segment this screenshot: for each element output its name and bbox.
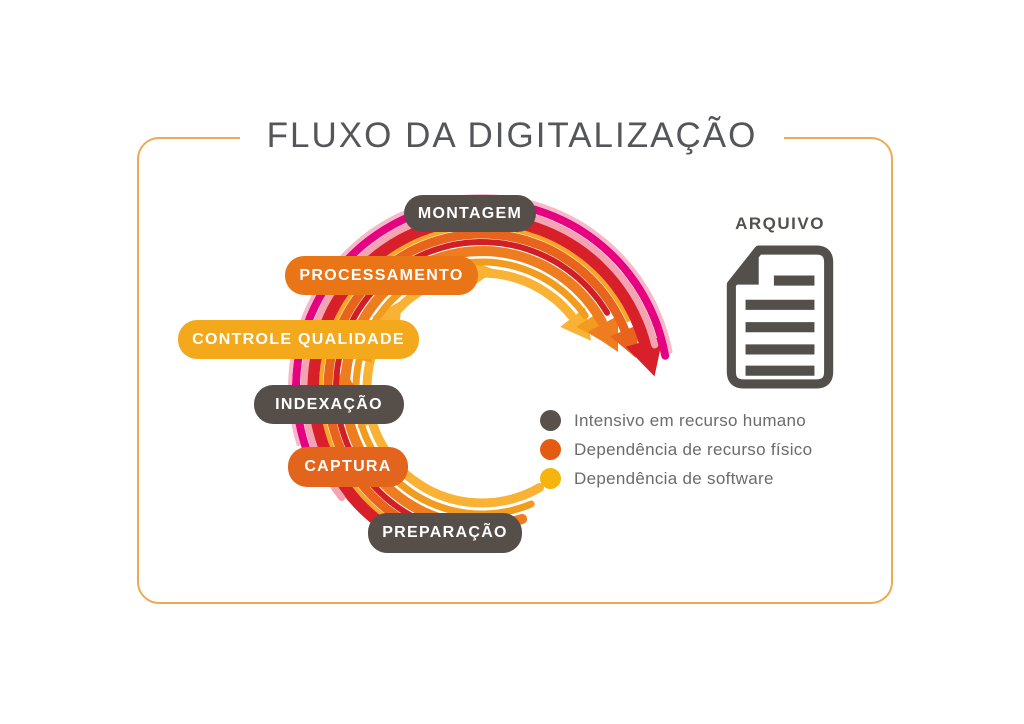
legend-dot-fisico-icon xyxy=(540,439,561,460)
stage-label: PREPARAÇÃO xyxy=(382,524,508,541)
stage-pill-controle-qualidade: CONTROLE QUALIDADE xyxy=(178,320,419,359)
page-title: FLUXO DA DIGITALIZAÇÃO xyxy=(239,116,785,156)
stage-label: CONTROLE QUALIDADE xyxy=(192,330,405,348)
stage-pill-preparacao: PREPARAÇÃO xyxy=(368,513,522,553)
stage-pill-captura: CAPTURA xyxy=(288,447,408,487)
stage-label: INDEXAÇÃO xyxy=(275,395,383,413)
legend-dot-software-icon xyxy=(540,468,561,489)
stage-label: MONTAGEM xyxy=(417,204,523,222)
stage-pill-processamento: PROCESSAMENTO xyxy=(285,256,478,295)
legend: Intensivo em recurso humano Dependência … xyxy=(540,410,812,497)
legend-item: Intensivo em recurso humano xyxy=(540,410,812,431)
flow-arc xyxy=(306,212,651,533)
legend-label: Dependência de recurso físico xyxy=(574,439,813,459)
archive-group: ARQUIVO xyxy=(700,214,860,397)
legend-dot-humano-icon xyxy=(540,410,561,431)
flow-arc xyxy=(362,268,576,508)
stage-label: PROCESSAMENTO xyxy=(299,266,464,284)
legend-label: Intensivo em recurso humano xyxy=(574,410,807,430)
legend-item: Dependência de software xyxy=(540,468,812,489)
stage-pill-indexacao: INDEXAÇÃO xyxy=(254,385,404,424)
stage-pill-montagem: MONTAGEM xyxy=(404,195,536,232)
legend-item: Dependência de recurso físico xyxy=(540,439,812,460)
stage-label: CAPTURA xyxy=(304,458,392,475)
document-icon xyxy=(726,245,834,389)
legend-label: Dependência de software xyxy=(574,468,774,488)
flow-arrowhead-icon xyxy=(588,315,618,352)
archive-title: ARQUIVO xyxy=(735,214,825,233)
